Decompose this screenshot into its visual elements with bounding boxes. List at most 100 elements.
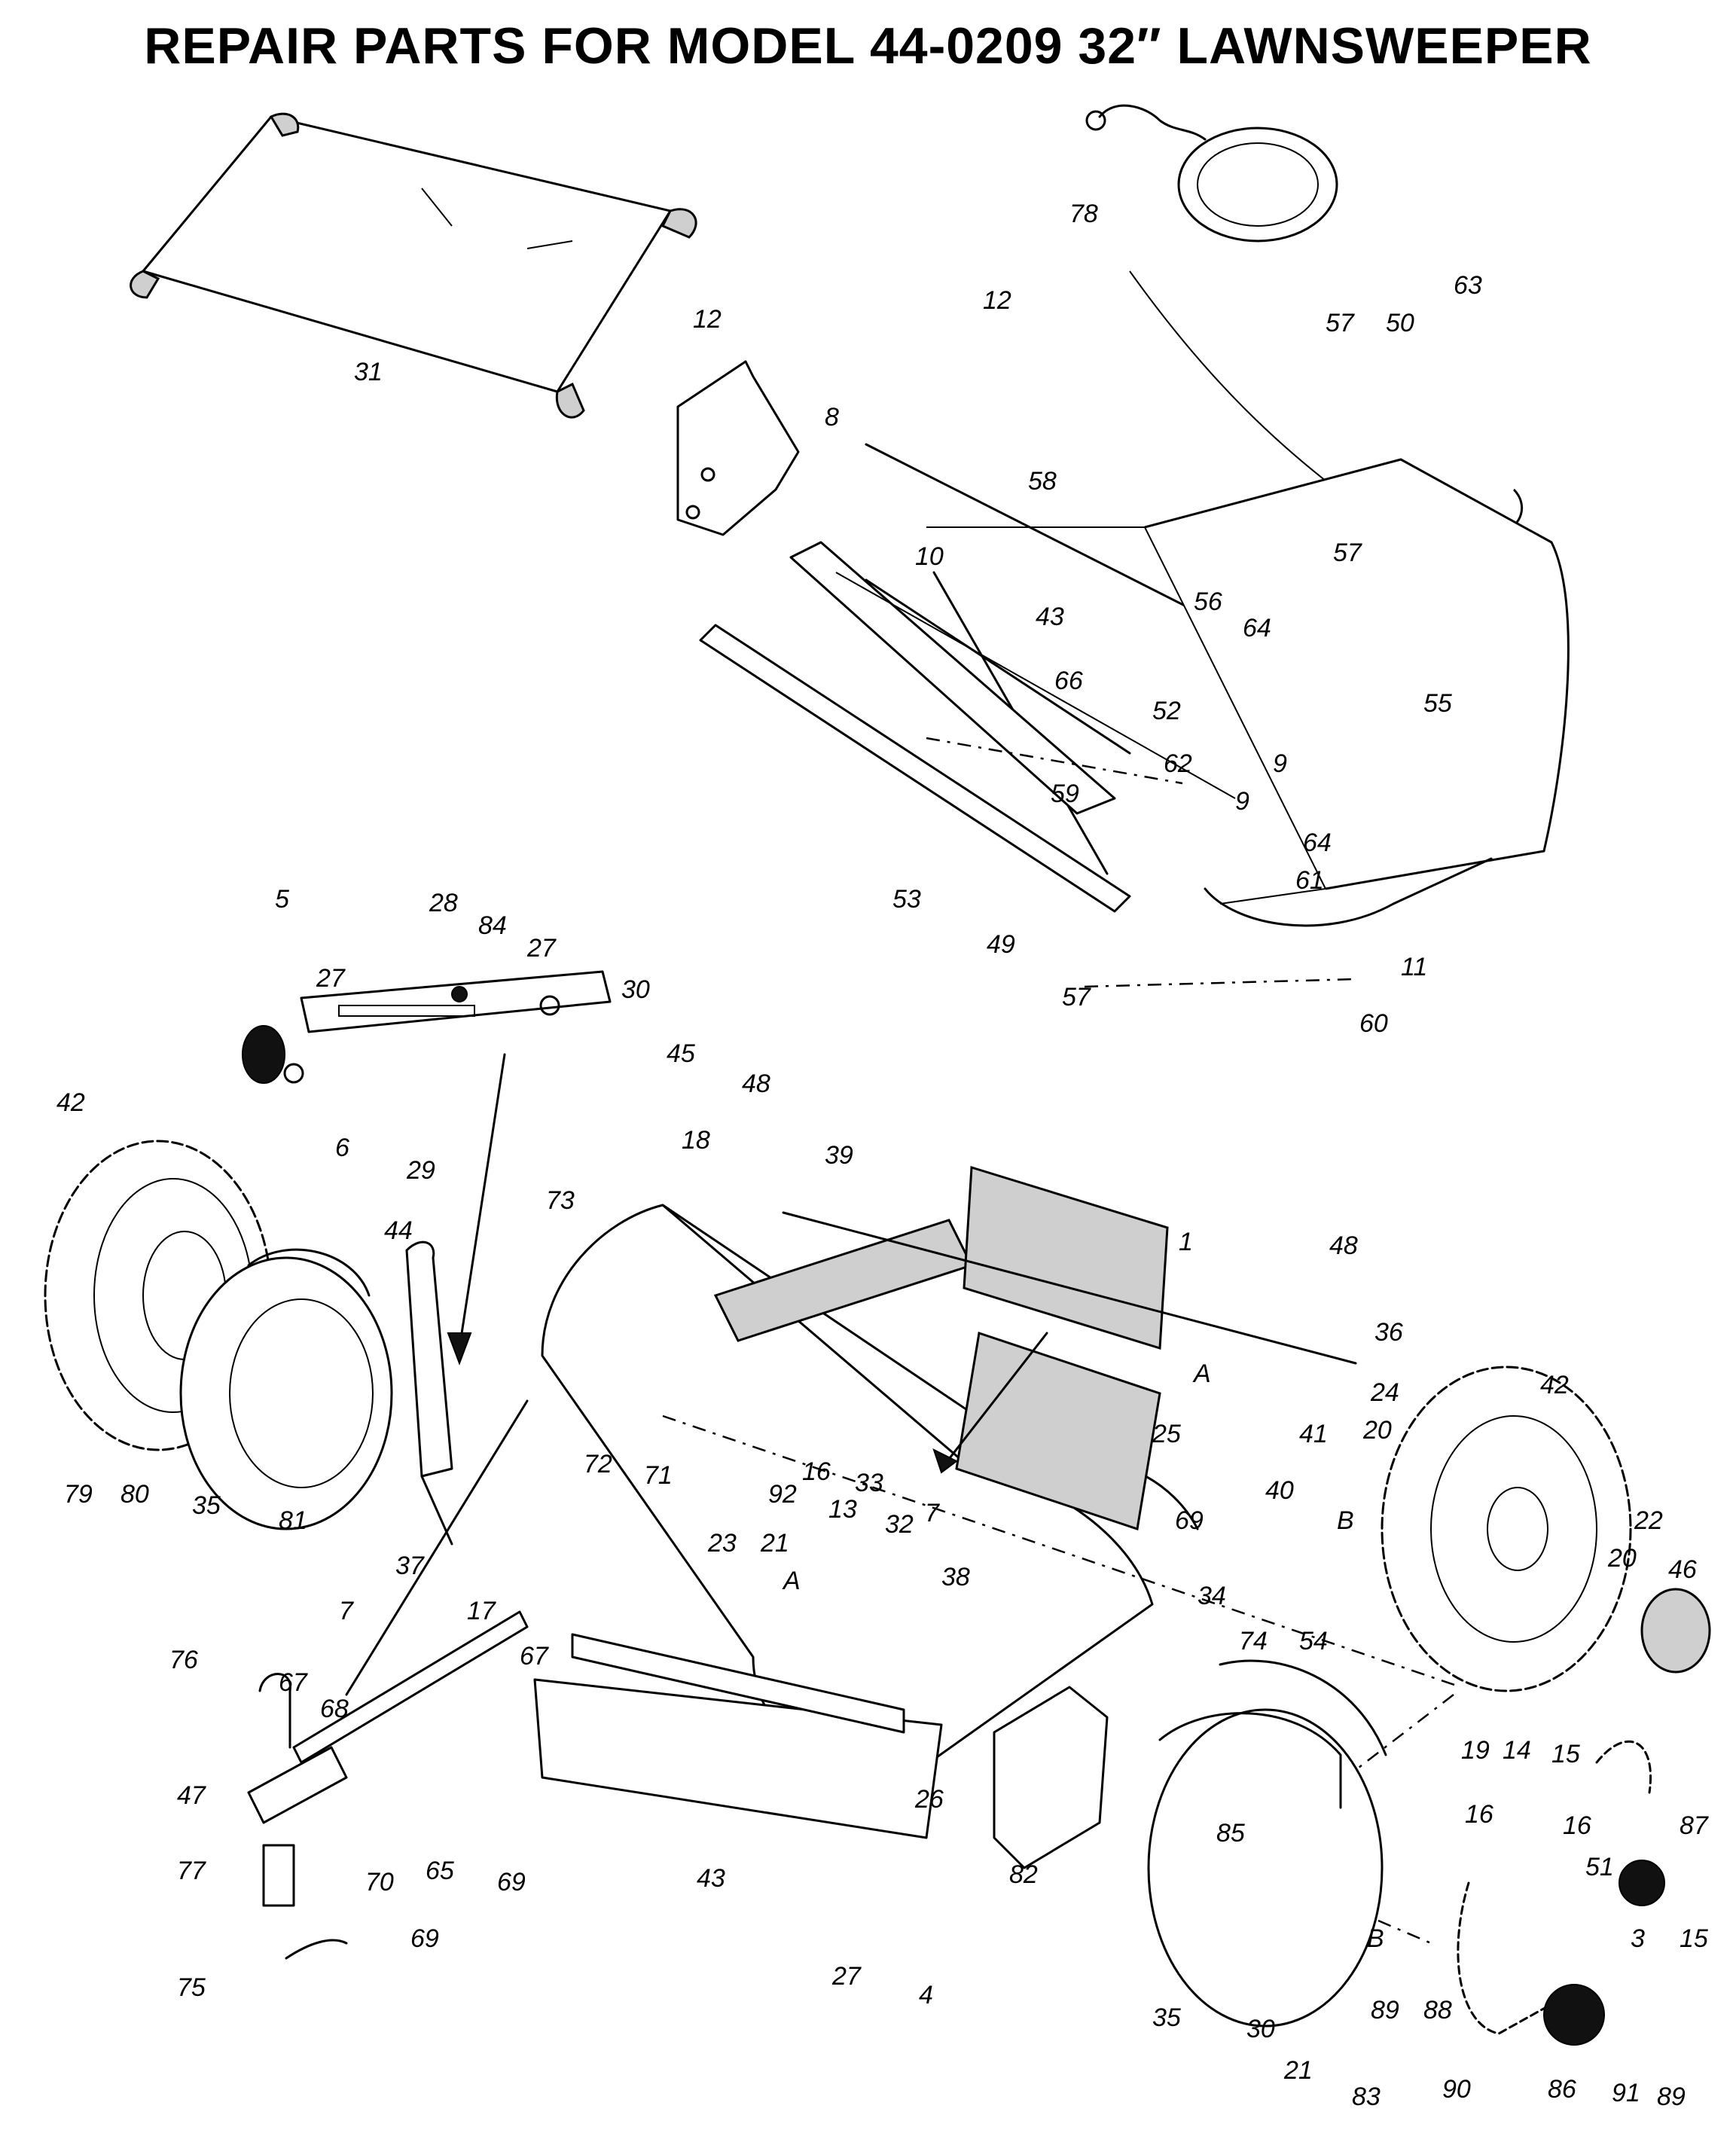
callout-18: 18 (682, 1126, 710, 1155)
callout-74: 74 (1239, 1627, 1268, 1655)
callout-72: 72 (584, 1450, 612, 1478)
callout-25: 25 (1152, 1420, 1181, 1448)
callout-80: 80 (121, 1480, 149, 1509)
callout-12: 12 (983, 286, 1011, 315)
callout-89: 89 (1371, 1996, 1399, 2025)
callout-82: 82 (1009, 1860, 1038, 1889)
drive-chain-part (1457, 1740, 1665, 2046)
right-bracket-part (993, 1686, 1109, 1869)
callout-35: 35 (1152, 2003, 1181, 2032)
callout-61: 61 (1295, 866, 1324, 895)
callout-43: 43 (697, 1864, 725, 1893)
callout-34: 34 (1198, 1582, 1226, 1610)
callout-27: 27 (831, 1962, 862, 1991)
callout-9: 9 (1235, 787, 1249, 816)
callout-4: 4 (919, 1981, 933, 2009)
callout-36: 36 (1374, 1318, 1403, 1347)
callout-49: 49 (987, 930, 1015, 959)
callout-21: 21 (1283, 2056, 1313, 2085)
callout-labels: 78 12 63 57 50 31 12 8 58 57 10 43 56 64… (56, 200, 1709, 2111)
callout-16: 16 (1465, 1800, 1493, 1829)
callout-57: 57 (1326, 309, 1355, 337)
callout-16: 16 (1563, 1811, 1591, 1840)
callout-52: 52 (1152, 697, 1181, 725)
callout-21: 21 (760, 1529, 789, 1558)
callout-64: 64 (1303, 828, 1332, 857)
callout-42: 42 (56, 1088, 85, 1117)
right-wheel-part (1381, 1366, 1632, 1692)
callout-6: 6 (335, 1134, 349, 1162)
callout-48: 48 (1329, 1231, 1358, 1260)
brush-assembly-part (713, 1166, 1357, 1530)
callout-48: 48 (742, 1070, 770, 1098)
page-title: REPAIR PARTS FOR MODEL 44-0209 32″ LAWNS… (144, 17, 1592, 75)
callout-70: 70 (365, 1868, 394, 1896)
callout-53: 53 (892, 885, 921, 914)
callout-14: 14 (1503, 1736, 1531, 1765)
callout-90: 90 (1442, 2075, 1471, 2104)
callout-59: 59 (1051, 780, 1079, 808)
callout-7: 7 (925, 1499, 940, 1527)
callout-81: 81 (279, 1506, 307, 1535)
callout-73: 73 (546, 1186, 575, 1215)
callout-B: B (1367, 1924, 1384, 1953)
callout-22: 22 (1634, 1506, 1663, 1535)
callout-87: 87 (1680, 1811, 1709, 1840)
height-adjuster-part (242, 970, 612, 1084)
callout-11: 11 (1401, 953, 1427, 981)
callout-38: 38 (941, 1563, 970, 1591)
callout-17: 17 (467, 1597, 496, 1625)
callout-42: 42 (1540, 1371, 1569, 1399)
callout-71: 71 (644, 1461, 673, 1490)
alignment-lines (662, 737, 1462, 1945)
callout-A: A (1192, 1359, 1211, 1388)
callout-30: 30 (621, 975, 650, 1004)
callout-64: 64 (1243, 614, 1271, 642)
callout-24: 24 (1370, 1378, 1399, 1407)
callout-A: A (782, 1567, 801, 1595)
callout-13: 13 (828, 1495, 857, 1524)
callout-63: 63 (1454, 271, 1482, 300)
callout-89: 89 (1657, 2083, 1686, 2111)
callout-37: 37 (395, 1552, 425, 1580)
callout-44: 44 (384, 1216, 413, 1245)
callout-32: 32 (885, 1510, 914, 1539)
callout-54: 54 (1299, 1627, 1328, 1655)
hub-cap-part (1640, 1588, 1711, 1674)
handle-part (345, 1240, 529, 1696)
callout-15: 15 (1551, 1740, 1580, 1768)
callout-26: 26 (914, 1785, 944, 1814)
callout-50: 50 (1386, 309, 1414, 337)
scraper-bar-part (533, 1633, 943, 1839)
callout-78: 78 (1069, 200, 1098, 228)
callout-40: 40 (1265, 1476, 1294, 1505)
callout-43: 43 (1036, 603, 1064, 631)
callout-66: 66 (1054, 667, 1083, 695)
callout-56: 56 (1194, 587, 1222, 616)
callout-51: 51 (1585, 1853, 1614, 1881)
callout-69: 69 (1175, 1506, 1204, 1535)
callout-84: 84 (478, 911, 507, 940)
callout-57: 57 (1062, 983, 1091, 1012)
callout-86: 86 (1548, 2075, 1576, 2104)
callout-20: 20 (1607, 1544, 1637, 1573)
callout-55: 55 (1423, 689, 1452, 718)
callout-19: 19 (1461, 1736, 1490, 1765)
callout-65: 65 (426, 1857, 454, 1885)
callout-69: 69 (497, 1868, 526, 1896)
callout-35: 35 (192, 1491, 221, 1520)
side-bracket-part (676, 360, 800, 536)
callout-92: 92 (768, 1480, 797, 1509)
callout-47: 47 (177, 1781, 206, 1810)
callout-88: 88 (1423, 1996, 1452, 2025)
callout-15: 15 (1680, 1924, 1708, 1953)
callout-62: 62 (1164, 749, 1192, 778)
callout-10: 10 (915, 542, 944, 571)
callout-67: 67 (520, 1642, 549, 1671)
callout-12: 12 (693, 305, 722, 334)
callout-5: 5 (275, 885, 289, 914)
callout-69: 69 (410, 1924, 439, 1953)
callout-60: 60 (1359, 1009, 1388, 1038)
